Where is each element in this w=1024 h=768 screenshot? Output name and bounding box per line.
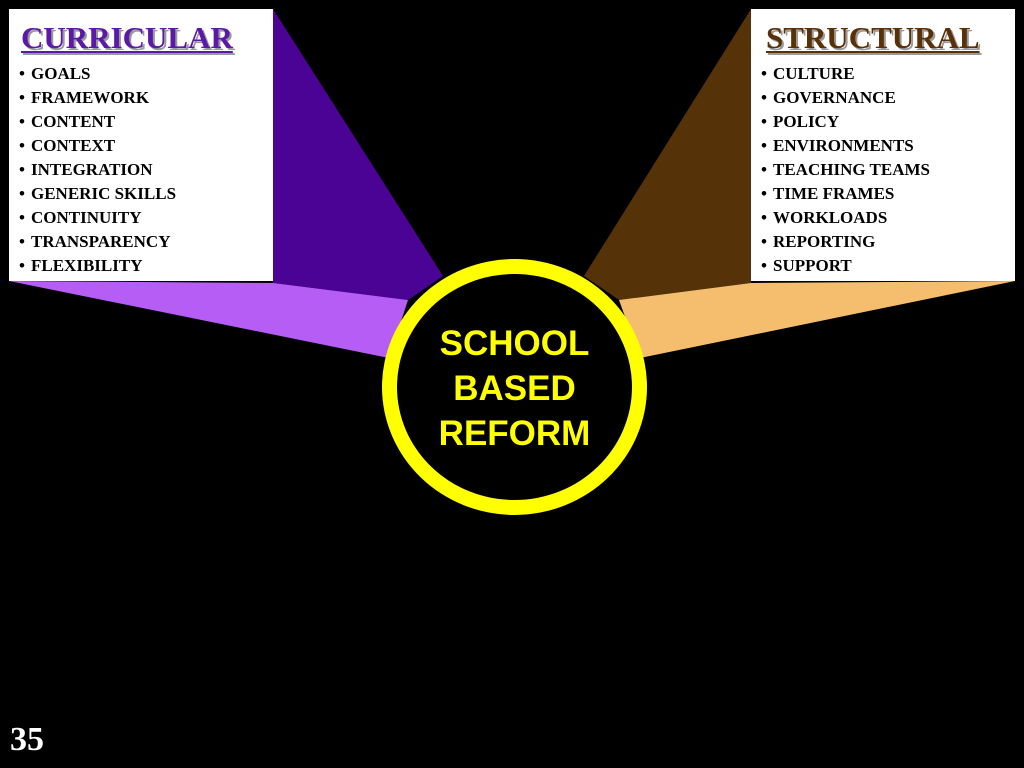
bullet-icon: • [19, 184, 25, 203]
curricular-panel: CURRICULAR •GOALS •FRAMEWORK •CONTENT •C… [9, 9, 273, 281]
school-based-reform-hub: SCHOOL BASED REFORM [382, 259, 647, 515]
bullet-icon: • [761, 208, 767, 227]
structural-beam-dark [584, 9, 751, 300]
curricular-beam-light [9, 281, 408, 358]
curricular-list: •GOALS •FRAMEWORK •CONTENT •CONTEXT •INT… [19, 62, 273, 278]
list-item: •GOVERNANCE [761, 86, 1015, 110]
bullet-icon: • [19, 88, 25, 107]
structural-panel: STRUCTURAL •CULTURE •GOVERNANCE •POLICY … [751, 9, 1015, 281]
bullet-icon: • [19, 232, 25, 251]
list-item: •FLEXIBILITY [19, 254, 273, 278]
list-item: •TEACHING TEAMS [761, 158, 1015, 182]
list-item: •TIME FRAMES [761, 182, 1015, 206]
list-item: •REPORTING [761, 230, 1015, 254]
list-item: •POLICY [761, 110, 1015, 134]
structural-list: •CULTURE •GOVERNANCE •POLICY •ENVIRONMEN… [761, 62, 1015, 278]
structural-title: STRUCTURAL [766, 20, 980, 55]
bullet-icon: • [761, 184, 767, 203]
list-item: •FRAMEWORK [19, 86, 273, 110]
list-item: •CULTURE [761, 62, 1015, 86]
curricular-beam-dark [273, 9, 443, 300]
list-item: •GENERIC SKILLS [19, 182, 273, 206]
bullet-icon: • [761, 256, 767, 275]
bullet-icon: • [761, 160, 767, 179]
bullet-icon: • [19, 256, 25, 275]
bullet-icon: • [19, 136, 25, 155]
bullet-icon: • [761, 88, 767, 107]
list-item: •CONTENT [19, 110, 273, 134]
list-item: •SUPPORT [761, 254, 1015, 278]
bullet-icon: • [19, 64, 25, 83]
list-item: •GOALS [19, 62, 273, 86]
bullet-icon: • [19, 112, 25, 131]
bullet-icon: • [19, 160, 25, 179]
slide-number: 35 [10, 721, 44, 758]
structural-beam-light [619, 281, 1015, 358]
bullet-icon: • [761, 232, 767, 251]
bullet-icon: • [761, 136, 767, 155]
bullet-icon: • [761, 112, 767, 131]
curricular-title: CURRICULAR [21, 20, 233, 55]
hub-label: SCHOOL BASED REFORM [438, 323, 591, 453]
list-item: •CONTINUITY [19, 206, 273, 230]
list-item: •ENVIRONMENTS [761, 134, 1015, 158]
list-item: •CONTEXT [19, 134, 273, 158]
list-item: •TRANSPARENCY [19, 230, 273, 254]
bullet-icon: • [19, 208, 25, 227]
list-item: •WORKLOADS [761, 206, 1015, 230]
list-item: •INTEGRATION [19, 158, 273, 182]
bullet-icon: • [761, 64, 767, 83]
